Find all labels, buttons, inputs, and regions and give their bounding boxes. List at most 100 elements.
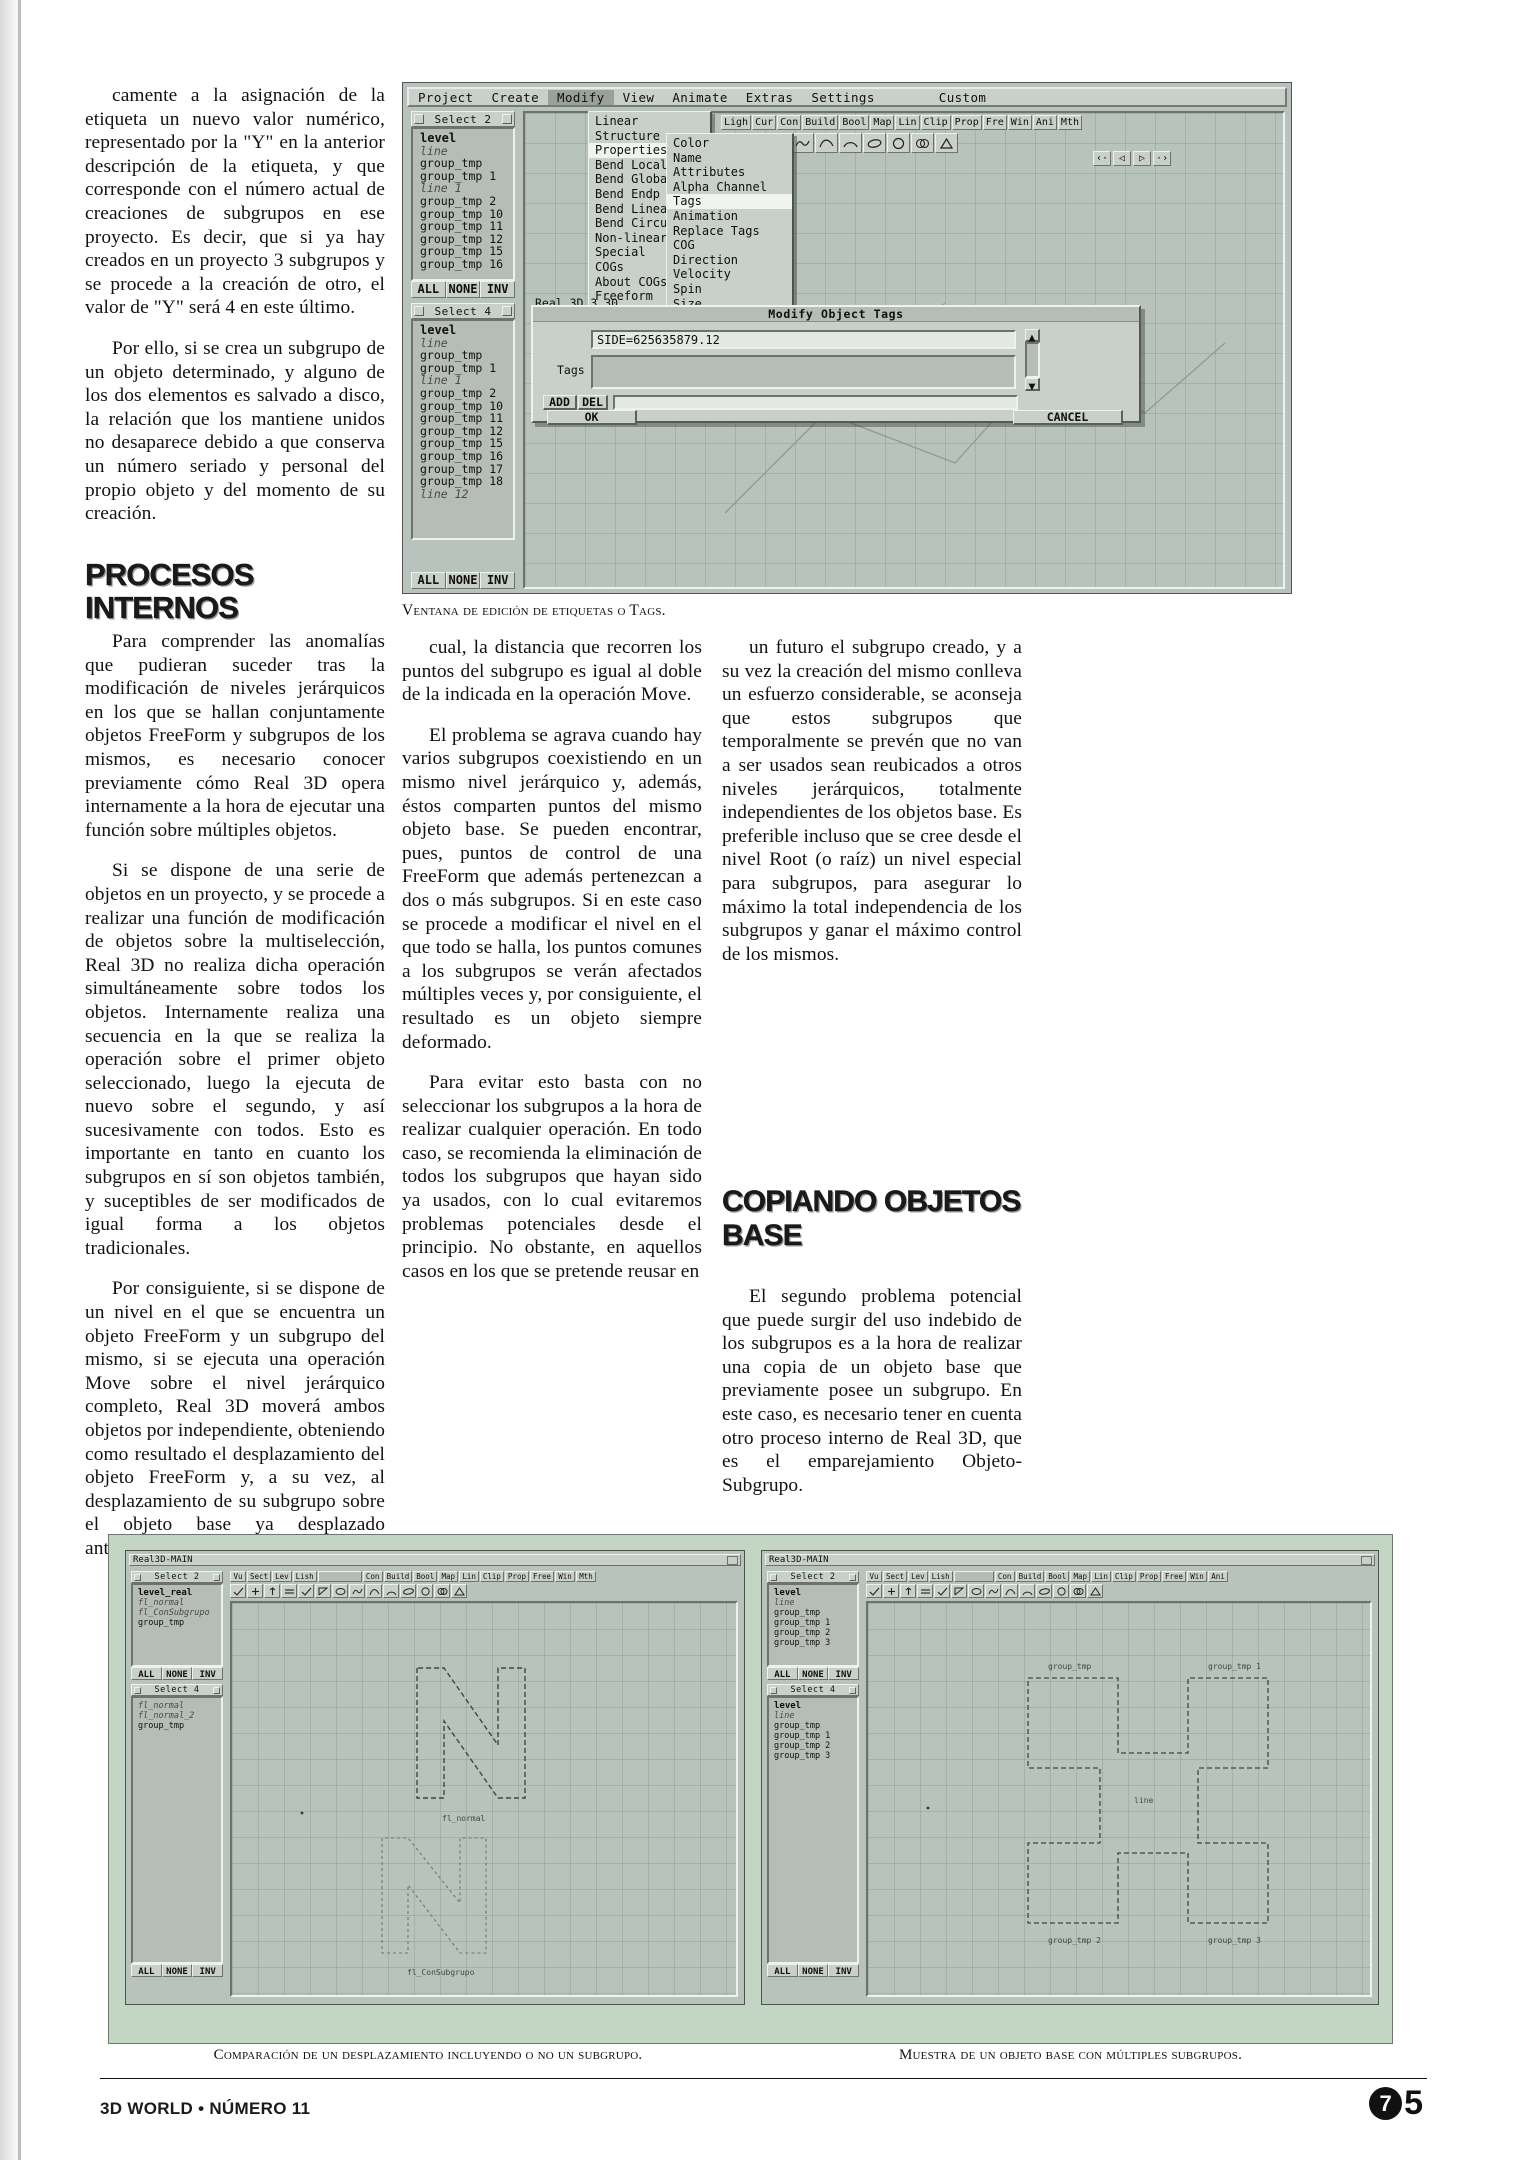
window-zoom-icon[interactable] <box>502 114 512 124</box>
list-item[interactable]: group_tmp <box>420 348 483 363</box>
toolbar-tab-row[interactable]: Vu Sect Lev Lish Con Build Bool Map Lin … <box>230 1571 597 1582</box>
tool-tab[interactable]: Win <box>555 1571 576 1582</box>
window-close-icon[interactable] <box>414 306 424 316</box>
check-icon[interactable] <box>866 1584 882 1598</box>
arrow-up-icon[interactable] <box>900 1584 916 1598</box>
list-item[interactable]: group_tmp 2 <box>420 385 497 400</box>
blob-icon[interactable] <box>863 133 886 153</box>
tool-tab[interactable]: Map <box>870 115 895 130</box>
sine-curve-icon[interactable] <box>985 1584 1001 1598</box>
select-all-button[interactable]: ALL <box>411 572 446 589</box>
menu-create[interactable]: Create <box>491 89 540 105</box>
window-close-icon[interactable] <box>134 1686 141 1694</box>
select-none-button[interactable]: NONE <box>161 1964 193 1977</box>
tool-tab[interactable]: Prop <box>1136 1571 1161 1582</box>
tool-tab[interactable]: Map <box>1070 1571 1091 1582</box>
viewport-main[interactable]: group_tmp group_tmp 1 line group_tmp 2 g… <box>866 1601 1372 1997</box>
tool-tab[interactable]: Lish <box>292 1571 317 1582</box>
menu-item[interactable]: Direction <box>673 252 739 267</box>
blob-icon[interactable] <box>1036 1584 1052 1598</box>
list-item[interactable]: group_tmp <box>774 1721 821 1731</box>
list-item[interactable]: line <box>420 335 448 350</box>
tool-tab[interactable]: Ligh <box>721 115 752 130</box>
menu-item[interactable]: Velocity <box>673 267 731 282</box>
window-close-icon[interactable] <box>414 114 424 124</box>
tool-tab[interactable]: Clip <box>920 115 951 130</box>
window-zoom-icon[interactable] <box>502 306 512 316</box>
list-item[interactable]: group_tmp <box>138 1721 185 1731</box>
panel-select-2-header[interactable]: Select 2 <box>131 1571 223 1583</box>
dialog-scrollbar[interactable]: ▲ ▼ <box>1025 329 1040 393</box>
tool-tab[interactable]: Win <box>1187 1571 1208 1582</box>
select-invert-button[interactable]: INV <box>192 1667 224 1680</box>
toolbar-icons[interactable] <box>230 1584 467 1598</box>
select-invert-button[interactable]: INV <box>480 572 516 589</box>
list-item[interactable]: group_tmp 18 <box>420 474 504 489</box>
list-item[interactable]: group_tmp 2 <box>774 1741 831 1751</box>
nav-next-icon[interactable]: ▷ <box>1133 151 1152 166</box>
panel-select-4-list[interactable]: level line group_tmp group_tmp 1 group_t… <box>767 1696 859 1964</box>
list-item[interactable]: level_real <box>138 1588 193 1598</box>
menu-item[interactable]: Bend Local <box>595 157 668 172</box>
tool-tab[interactable]: Lish <box>928 1571 953 1582</box>
tool-tab[interactable]: Mth <box>576 1571 597 1582</box>
nav-right-icon[interactable]: ·› <box>1153 151 1172 166</box>
ellipse-icon[interactable] <box>332 1584 348 1598</box>
menu-settings[interactable]: Settings <box>811 89 875 105</box>
select-invert-button[interactable]: INV <box>828 1667 860 1680</box>
tool-tab[interactable]: Build <box>383 1571 413 1582</box>
list-item[interactable]: group_tmp 10 <box>420 206 504 221</box>
tool-tab[interactable]: Free <box>1161 1571 1187 1582</box>
viewport-main[interactable]: fl_normal fl_ConSubgrupo <box>230 1601 738 1997</box>
tool-tab[interactable]: Vu <box>866 1571 882 1582</box>
check-icon[interactable] <box>230 1584 246 1598</box>
list-item[interactable]: group_tmp 15 <box>420 436 504 451</box>
nav-left-icon[interactable]: ‹· <box>1093 151 1112 166</box>
menubar[interactable]: Project Create Modify View Animate Extra… <box>407 87 1287 107</box>
menu-item[interactable]: Structure <box>595 128 661 143</box>
list-item[interactable]: group_tmp 16 <box>420 448 504 463</box>
horizontal-bars-icon[interactable] <box>281 1584 297 1598</box>
tool-tab[interactable]: Fre <box>982 115 1007 130</box>
list-item[interactable]: level <box>420 323 457 337</box>
list-item[interactable]: group_tmp <box>138 1618 185 1628</box>
select-none-button[interactable]: NONE <box>797 1667 829 1680</box>
scroll-up-icon[interactable]: ▲ <box>1025 329 1040 344</box>
menu-animate[interactable]: Animate <box>672 89 728 105</box>
menu-item[interactable]: COGs <box>595 259 624 274</box>
menu-item[interactable]: Bend Circul <box>595 216 675 231</box>
list-item[interactable]: group_tmp 11 <box>420 411 504 426</box>
menu-modify[interactable]: Modify <box>548 89 614 105</box>
list-item[interactable]: group_tmp 16 <box>420 256 504 271</box>
list-item[interactable]: group_tmp 10 <box>420 398 504 413</box>
select-none-button[interactable]: NONE <box>445 281 481 298</box>
tool-tab[interactable]: Prop <box>951 115 982 130</box>
select-invert-button[interactable]: INV <box>192 1964 224 1977</box>
window-zoom-icon[interactable] <box>213 1573 220 1581</box>
arc-icon[interactable] <box>1019 1584 1035 1598</box>
panel-select-2-header[interactable]: Select 2 <box>767 1571 859 1583</box>
sine-curve-icon[interactable] <box>349 1584 365 1598</box>
list-item[interactable]: group_tmp 17 <box>420 461 504 476</box>
tool-tab[interactable]: Lev <box>272 1571 292 1582</box>
tool-tab[interactable]: Lin <box>1091 1571 1111 1582</box>
tool-tab[interactable]: Clip <box>1111 1571 1136 1582</box>
check2-icon[interactable] <box>298 1584 314 1598</box>
side-value-field[interactable]: SIDE=625635879.12 <box>591 330 1016 349</box>
panel-select-4-header[interactable]: Select 4 <box>411 303 515 319</box>
list-item[interactable]: group_tmp 12 <box>420 423 504 438</box>
panel-select-4-header[interactable]: Select 4 <box>131 1684 223 1696</box>
window-zoom-icon[interactable] <box>727 1555 738 1565</box>
list-item[interactable]: line 1 <box>420 181 462 196</box>
list-item[interactable]: fl_normal <box>138 1701 185 1711</box>
sine-curve-icon[interactable] <box>791 133 814 153</box>
window-zoom-icon[interactable] <box>849 1573 856 1581</box>
menu-item[interactable]: Spin <box>673 281 702 296</box>
list-item[interactable]: group_tmp 1 <box>774 1618 831 1628</box>
panel-select-2-header[interactable]: Select 2 <box>411 111 515 127</box>
menu-item[interactable]: Alpha Channel <box>673 179 767 194</box>
toolbar-icons[interactable] <box>866 1584 1103 1598</box>
overlap-circles-icon[interactable] <box>1070 1584 1086 1598</box>
list-item[interactable]: line 12 <box>420 486 469 501</box>
tool-tab[interactable]: Con <box>362 1571 383 1582</box>
